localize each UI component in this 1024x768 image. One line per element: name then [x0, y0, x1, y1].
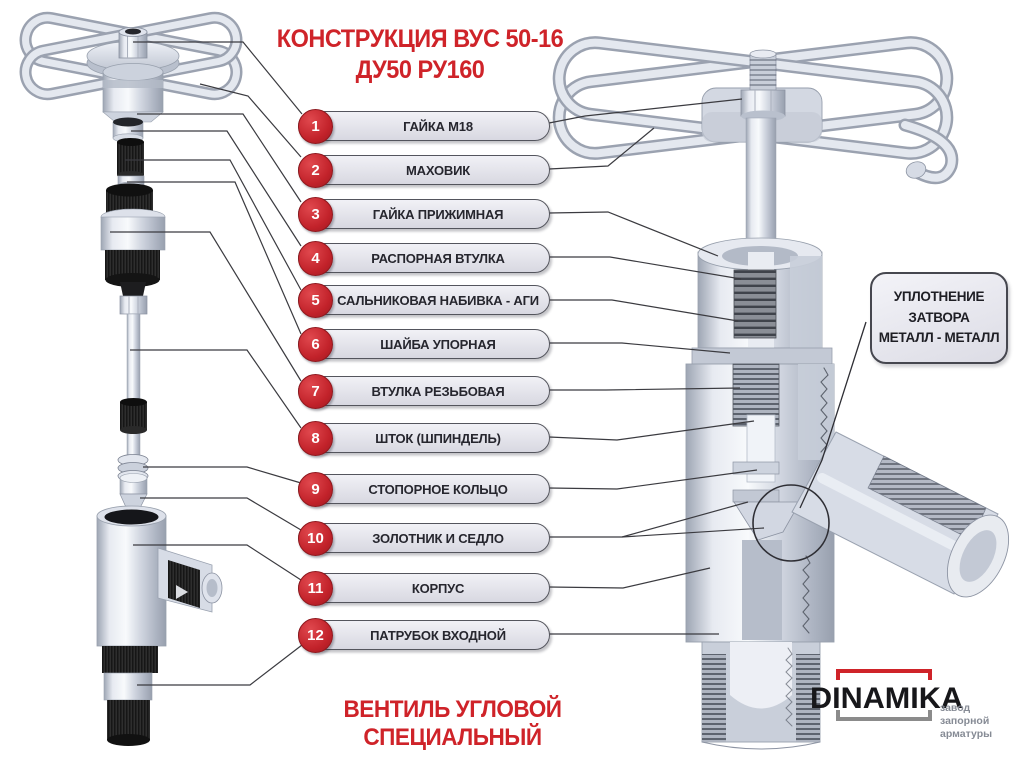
- leader-line: [133, 41, 303, 115]
- seal-callout-line2: ЗАТВОРА: [908, 309, 970, 325]
- part-number-badge: 12: [298, 618, 333, 653]
- part-label-pill-5: САЛЬНИКОВАЯ НАБИВКА - АГИ 5: [298, 283, 550, 318]
- leader-line: [137, 113, 302, 203]
- leader-line: [137, 644, 303, 686]
- part-label-pill-4: РАСПОРНАЯ ВТУЛКА 4: [298, 241, 550, 276]
- part-number-badge: 10: [298, 521, 333, 556]
- page-title-line2: ДУ50 РУ160: [355, 56, 485, 85]
- seal-callout-line3: МЕТАЛЛ - МЕТАЛЛ: [878, 330, 1000, 346]
- leader-line: [130, 349, 302, 429]
- part-label-pill-6: ШАЙБА УПОРНАЯ 6: [298, 327, 550, 362]
- part-label-text: ПАТРУБОК ВХОДНОЙ: [370, 627, 506, 643]
- part-number-badge: 7: [298, 374, 333, 409]
- leader-lines: [110, 41, 765, 686]
- logo-tagline: завод запорной арматуры: [940, 702, 992, 741]
- part-label-text: ГАЙКА ПРИЖИМНАЯ: [372, 206, 504, 222]
- leader-line: [125, 159, 302, 291]
- part-number-badge: 6: [298, 327, 333, 362]
- leader-line: [548, 211, 719, 257]
- logo-bracket-top-icon: [836, 669, 932, 680]
- part-number-badge: 4: [298, 241, 333, 276]
- part-number-badge: 3: [298, 197, 333, 232]
- callout-connector-line: [799, 321, 867, 509]
- part-number-badge: 5: [298, 283, 333, 318]
- part-label-text: САЛЬНИКОВАЯ НАБИВКА - АГИ: [337, 292, 539, 308]
- part-label-text: ГАЙКА М18: [403, 118, 473, 134]
- part-label-pill-1: ГАЙКА М18 1: [298, 109, 550, 144]
- leader-line: [549, 299, 739, 322]
- part-label-pill-9: СТОПОРНОЕ КОЛЬЦО 9: [298, 472, 550, 507]
- valve-name-caption: ВЕНТИЛЬ УГЛОВОЙ СПЕЦИАЛЬНЫЙ: [343, 696, 562, 751]
- part-label-pill-12: ПАТРУБОК ВХОДНОЙ 12: [298, 618, 550, 653]
- part-label-text: ЗОЛОТНИК И СЕДЛО: [372, 530, 504, 546]
- part-label-pill-10: ЗОЛОТНИК И СЕДЛО 10: [298, 521, 550, 556]
- leader-line: [548, 567, 711, 589]
- page-title: КОНСТРУКЦИЯ ВУС 50-16 ДУ50 РУ160: [230, 24, 610, 87]
- leader-line: [199, 83, 302, 158]
- seal-callout-line1: УПЛОТНЕНИЕ: [893, 288, 985, 304]
- leader-line: [143, 466, 302, 484]
- exploded-view-illustration: [19, 11, 243, 746]
- part-label-text: КОРПУС: [411, 580, 465, 596]
- leader-line: [110, 231, 302, 382]
- leader-line: [548, 98, 743, 124]
- part-label-text: ВТУЛКА РЕЗЬБОВАЯ: [371, 383, 505, 399]
- part-label-pill-2: МАХОВИК 2: [298, 153, 550, 188]
- leader-line: [548, 420, 755, 441]
- part-number-badge: 8: [298, 421, 333, 456]
- logo-tagline-line: запорной: [940, 715, 990, 728]
- part-number-badge: 9: [298, 472, 333, 507]
- part-label-pill-3: ГАЙКА ПРИЖИМНАЯ 3: [298, 197, 550, 232]
- leader-line: [548, 469, 758, 490]
- seat-highlight-circle: [752, 484, 830, 562]
- leader-line: [140, 497, 302, 531]
- logo-tagline-line: арматуры: [940, 728, 993, 741]
- part-number-badge: 11: [298, 571, 333, 606]
- seal-callout-box: УПЛОТНЕНИЕ ЗАТВОРА МЕТАЛЛ - МЕТАЛЛ: [870, 272, 1008, 364]
- part-number-badge: 2: [298, 153, 333, 188]
- leader-line: [549, 387, 741, 391]
- page-title-line1: КОНСТРУКЦИЯ ВУС 50-16: [276, 25, 564, 53]
- part-label-text: ШТОК (ШПИНДЕЛЬ): [375, 430, 501, 446]
- leader-line: [131, 130, 302, 247]
- part-number-badge: 1: [298, 109, 333, 144]
- part-label-pill-7: ВТУЛКА РЕЗЬБОВАЯ 7: [298, 374, 550, 409]
- part-label-pill-11: КОРПУС 11: [298, 571, 550, 606]
- leader-line: [549, 256, 742, 280]
- cross-section-illustration: [552, 36, 1010, 750]
- logo-bracket-bottom-icon: [836, 710, 932, 721]
- part-label-pill-8: ШТОК (ШПИНДЕЛЬ) 8: [298, 421, 550, 456]
- logo-tagline-line: завод: [940, 702, 971, 714]
- part-label-text: ШАЙБА УПОРНАЯ: [380, 336, 496, 352]
- leader-line: [127, 181, 302, 335]
- part-label-text: РАСПОРНАЯ ВТУЛКА: [371, 250, 505, 266]
- part-label-text: МАХОВИК: [406, 162, 470, 178]
- leader-line: [133, 544, 302, 581]
- logo-wordmark: DINAMIKA: [810, 682, 963, 715]
- leader-line: [621, 527, 765, 538]
- part-label-text: СТОПОРНОЕ КОЛЬЦО: [368, 481, 508, 497]
- leader-line: [549, 342, 731, 354]
- leader-line: [548, 127, 655, 170]
- brand-logo: DINAMIKA завод запорной арматуры: [806, 660, 1021, 765]
